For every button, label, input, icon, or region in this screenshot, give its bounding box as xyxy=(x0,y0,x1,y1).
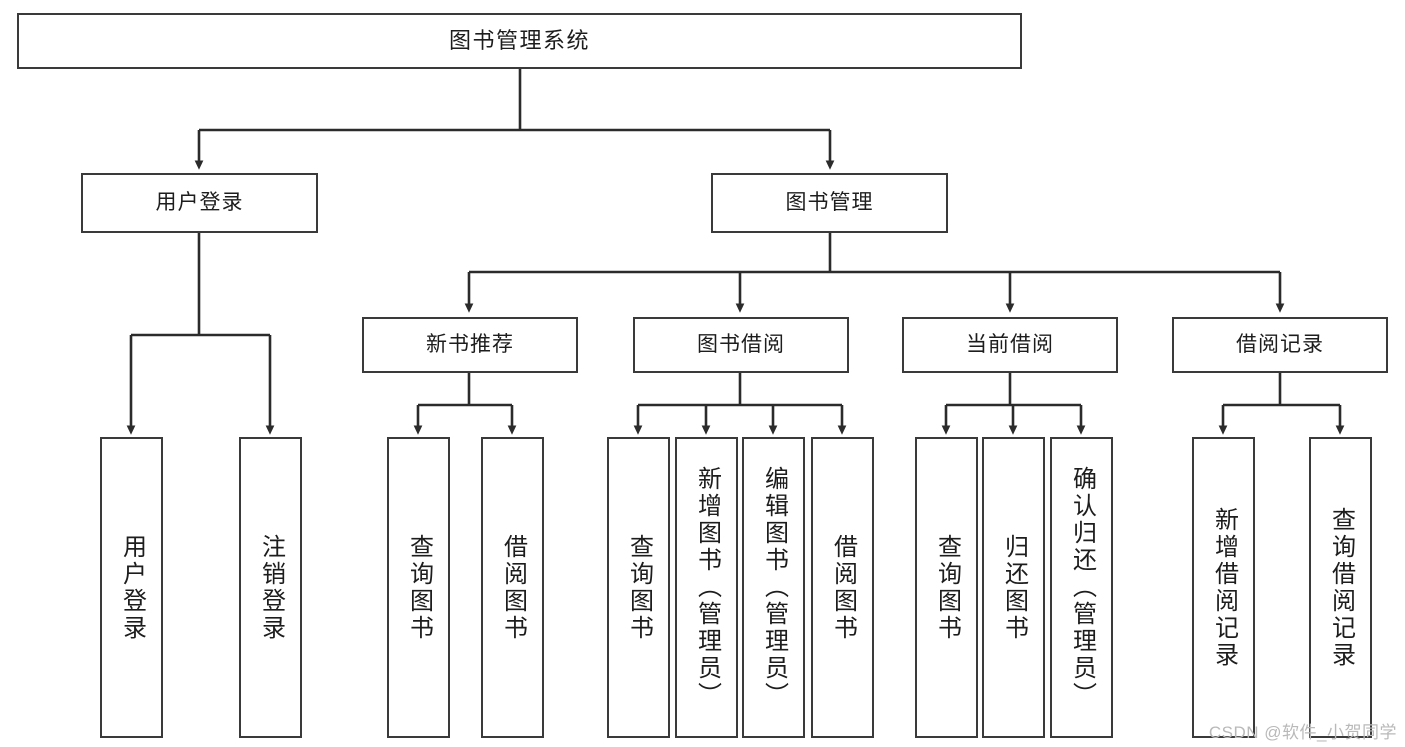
leaf-borrow-book-1-label: 借阅图书 xyxy=(499,533,527,642)
leaf-query-book-3-label: 查询图书 xyxy=(933,533,961,642)
leaf-user-login[interactable]: 用户登录 xyxy=(100,437,163,738)
leaf-borrow-book-2-label: 借阅图书 xyxy=(829,533,857,642)
watermark-text: CSDN @软件_小贺同学 xyxy=(1208,723,1397,742)
node-book-borrow[interactable]: 图书借阅 xyxy=(633,317,849,373)
node-root[interactable]: 图书管理系统 xyxy=(17,13,1022,69)
node-borrow-record-label: 借阅记录 xyxy=(1236,332,1324,356)
leaf-query-book-2[interactable]: 查询图书 xyxy=(607,437,670,738)
leaf-return-book[interactable]: 归还图书 xyxy=(982,437,1045,738)
leaf-query-record-label: 查询借阅记录 xyxy=(1327,506,1355,669)
leaf-edit-book-label: 编辑图书（管理员） xyxy=(760,466,788,709)
node-current-borrow[interactable]: 当前借阅 xyxy=(902,317,1118,373)
node-new-book-recommend[interactable]: 新书推荐 xyxy=(362,317,578,373)
leaf-add-book[interactable]: 新增图书（管理员） xyxy=(675,437,738,738)
node-root-label: 图书管理系统 xyxy=(448,27,590,53)
node-current-borrow-label: 当前借阅 xyxy=(966,332,1054,356)
node-book-management[interactable]: 图书管理 xyxy=(711,173,948,233)
leaf-query-book-1-label: 查询图书 xyxy=(405,533,433,642)
leaf-query-book-3[interactable]: 查询图书 xyxy=(915,437,978,738)
leaf-user-login-label: 用户登录 xyxy=(118,533,146,642)
node-book-borrow-label: 图书借阅 xyxy=(697,332,785,356)
leaf-confirm-return[interactable]: 确认归还（管理员） xyxy=(1050,437,1113,738)
leaf-add-record-label: 新增借阅记录 xyxy=(1210,506,1238,669)
leaf-confirm-return-label: 确认归还（管理员） xyxy=(1068,466,1096,709)
node-user-login-label: 用户登录 xyxy=(155,190,244,214)
node-borrow-record[interactable]: 借阅记录 xyxy=(1172,317,1388,373)
leaf-query-record[interactable]: 查询借阅记录 xyxy=(1309,437,1372,738)
leaf-add-book-label: 新增图书（管理员） xyxy=(693,466,721,709)
leaf-logout-login-label: 注销登录 xyxy=(257,533,285,642)
leaf-logout-login[interactable]: 注销登录 xyxy=(239,437,302,738)
leaf-query-book-2-label: 查询图书 xyxy=(625,533,653,642)
leaf-query-book-1[interactable]: 查询图书 xyxy=(387,437,450,738)
leaf-borrow-book-1[interactable]: 借阅图书 xyxy=(481,437,544,738)
leaf-return-book-label: 归还图书 xyxy=(1000,533,1028,642)
leaf-edit-book[interactable]: 编辑图书（管理员） xyxy=(742,437,805,738)
node-user-login[interactable]: 用户登录 xyxy=(81,173,318,233)
leaf-add-record[interactable]: 新增借阅记录 xyxy=(1192,437,1255,738)
node-new-book-recommend-label: 新书推荐 xyxy=(426,332,514,356)
node-book-management-label: 图书管理 xyxy=(785,190,874,214)
leaf-borrow-book-2[interactable]: 借阅图书 xyxy=(811,437,874,738)
